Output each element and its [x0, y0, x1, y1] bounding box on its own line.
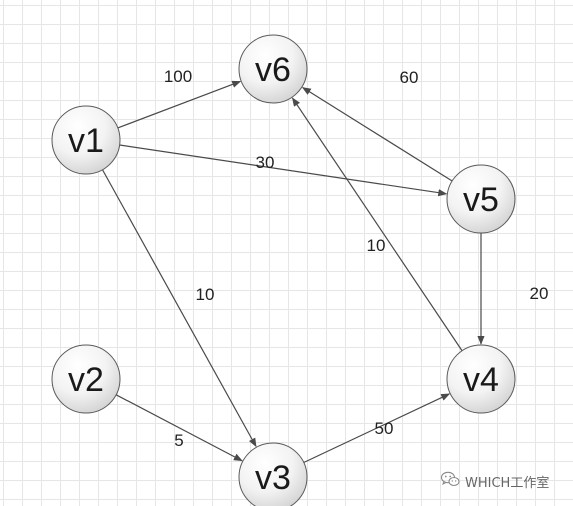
watermark: WHICH工作室 — [440, 470, 549, 492]
edge-weight-v2-v3: 5 — [174, 431, 183, 450]
node-v6: v6 — [238, 34, 308, 104]
edge-v5-v6 — [301, 87, 453, 182]
node-circle-v2 — [51, 344, 121, 414]
edge-weight-v3-v4: 50 — [375, 419, 394, 438]
node-label-v2: v2 — [68, 361, 104, 399]
edges-layer — [101, 80, 485, 464]
nodes-layer: v1 v2 v3 v4 v5 v6 — [51, 34, 516, 506]
node-v5: v5 — [446, 164, 516, 234]
edge-weight-v5-v4: 20 — [530, 284, 549, 303]
edge-v1-v5 — [119, 144, 448, 197]
node-circle-v1 — [51, 105, 121, 175]
node-v2: v2 — [51, 344, 121, 414]
edge-weight-v4-v6: 10 — [367, 236, 386, 255]
edge-v1-v6 — [117, 80, 242, 129]
edge-v1-v3 — [101, 169, 257, 448]
edge-weight-v1-v3: 10 — [196, 285, 215, 304]
edge-weights-layer: 100 30 10 5 50 10 60 20 — [164, 67, 549, 450]
node-v4: v4 — [446, 344, 516, 414]
node-v3: v3 — [238, 442, 308, 506]
node-label-v5: v5 — [463, 181, 499, 219]
edge-weight-v1-v5: 30 — [256, 153, 275, 172]
wechat-icon — [440, 470, 460, 492]
edge-weight-v1-v6: 100 — [164, 67, 192, 86]
node-label-v3: v3 — [255, 459, 291, 497]
node-circle-v5 — [446, 164, 516, 234]
node-circle-v3 — [238, 442, 308, 506]
node-v1: v1 — [51, 105, 121, 175]
node-circle-v4 — [446, 344, 516, 414]
node-label-v4: v4 — [463, 361, 499, 399]
node-label-v1: v1 — [68, 122, 104, 160]
node-circle-v6 — [238, 34, 308, 104]
edge-weight-v5-v6: 60 — [400, 68, 419, 87]
node-label-v6: v6 — [255, 51, 291, 89]
edge-v2-v3 — [115, 394, 243, 462]
edge-v3-v4 — [303, 393, 451, 464]
edge-v4-v6 — [291, 97, 463, 352]
watermark-text: WHICH工作室 — [465, 475, 550, 491]
